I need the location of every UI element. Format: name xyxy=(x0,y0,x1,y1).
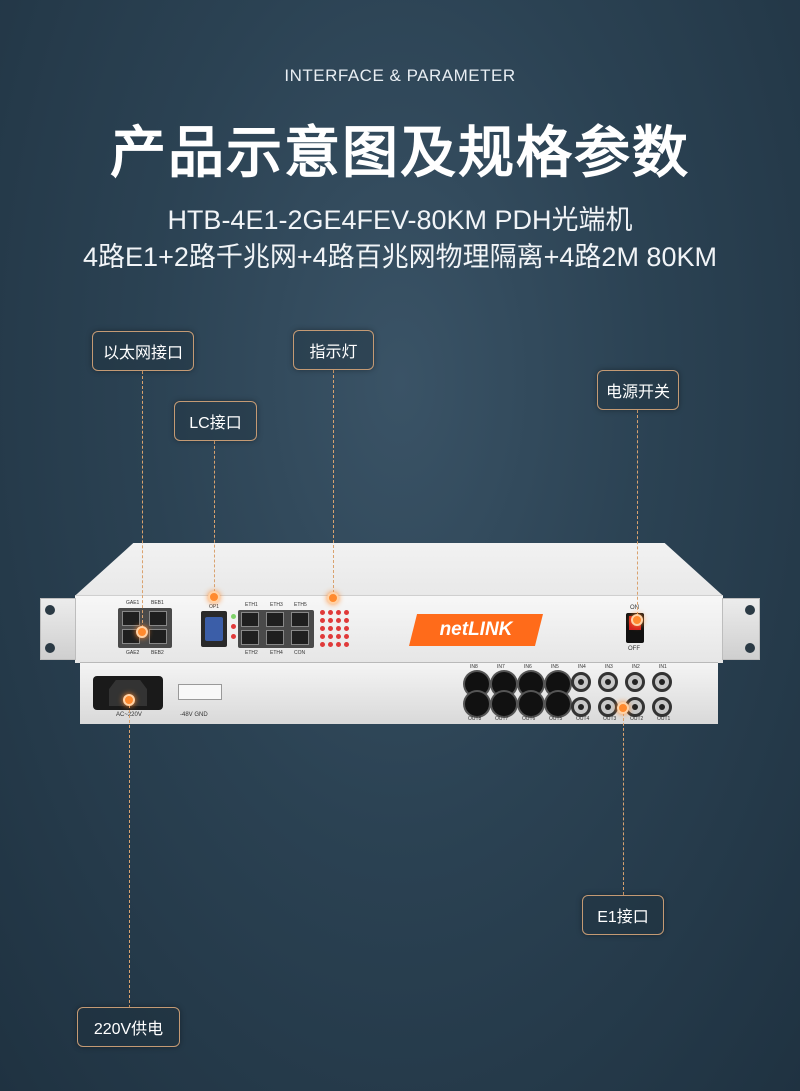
bnc-connector xyxy=(652,672,672,692)
bnc-connector xyxy=(598,697,618,717)
callout-indicator-label: 指示灯 xyxy=(309,344,358,361)
bnc-connector xyxy=(652,697,672,717)
front-panel-upper xyxy=(75,595,723,663)
ethernet-port xyxy=(266,612,284,627)
e1-label: IN2 xyxy=(632,664,640,670)
dc-label: -48V GND xyxy=(180,712,208,718)
rack-ear-left xyxy=(40,598,76,660)
marker-lc xyxy=(208,591,220,603)
ac-label: AC~220V xyxy=(116,712,142,718)
bnc-cap xyxy=(519,692,543,716)
callout-e1: E1接口 xyxy=(582,895,664,935)
port-label: BEB1 xyxy=(151,600,164,606)
e1-label: IN1 xyxy=(659,664,667,670)
leader-line-lc xyxy=(214,441,215,597)
callout-ethernet: 以太网接口 xyxy=(92,331,194,371)
e1-label: OUT8 xyxy=(468,716,482,722)
callout-220v-label: 220V供电 xyxy=(93,1021,164,1038)
ethernet-port xyxy=(122,611,140,626)
bnc-cap xyxy=(546,692,570,716)
bnc-cap xyxy=(465,692,489,716)
bnc-connector xyxy=(625,672,645,692)
ethernet-port xyxy=(241,630,259,645)
e1-label: IN4 xyxy=(578,664,586,670)
bnc-cap xyxy=(492,692,516,716)
spec-line: 4路E1+2路千兆网+4路百兆网物理隔离+4路2M 80KM xyxy=(83,242,717,272)
header-subtitle: INTERFACE & PARAMETER xyxy=(284,66,516,85)
dc-terminal xyxy=(178,684,222,700)
e1-label: OUT6 xyxy=(522,716,536,722)
callout-e1-label: E1接口 xyxy=(597,909,649,926)
e1-label: OUT4 xyxy=(576,716,590,722)
leader-line-ethernet xyxy=(142,371,143,633)
marker-220v xyxy=(123,694,135,706)
eth-ports-block xyxy=(238,610,314,648)
e1-label: IN6 xyxy=(524,664,532,670)
leader-line-e1 xyxy=(623,708,624,895)
e1-label: OUT5 xyxy=(549,716,563,722)
e1-label: IN3 xyxy=(605,664,613,670)
marker-e1 xyxy=(617,702,629,714)
callout-power-switch-label: 电源开关 xyxy=(605,384,670,401)
callout-lc-label: LC接口 xyxy=(189,415,242,432)
leader-line-indicator xyxy=(333,370,334,598)
switch-off-label: OFF xyxy=(628,646,640,652)
e1-label: IN7 xyxy=(497,664,505,670)
port-label: ETH4 xyxy=(270,650,283,656)
e1-label: OUT1 xyxy=(657,716,671,722)
callout-indicator: 指示灯 xyxy=(293,330,374,370)
bnc-connector xyxy=(571,672,591,692)
ethernet-port xyxy=(241,612,259,627)
indicator-led-grid xyxy=(318,608,350,652)
port-label: GAE1 xyxy=(126,600,140,606)
leader-line-220v xyxy=(129,700,130,1008)
ethernet-port xyxy=(266,630,284,645)
rack-ear-right xyxy=(722,598,760,660)
ethernet-port xyxy=(291,630,309,645)
port-label: ETH5 xyxy=(294,602,307,608)
switch-on-label: ON xyxy=(630,605,639,611)
e1-label: OUT3 xyxy=(603,716,617,722)
callout-power-switch: 电源开关 xyxy=(597,370,679,410)
callout-220v: 220V供电 xyxy=(77,1007,180,1047)
callout-lc: LC接口 xyxy=(174,401,257,441)
brand-logo-text: netLINK xyxy=(439,619,513,640)
leader-line-switch xyxy=(637,410,638,620)
page-title: 产品示意图及规格参数 xyxy=(110,121,690,186)
port-label: OP1 xyxy=(209,604,220,610)
marker-switch xyxy=(631,614,643,626)
e1-label: OUT2 xyxy=(630,716,644,722)
port-label: ETH1 xyxy=(245,602,258,608)
sfp-cage xyxy=(201,611,227,647)
e1-label: IN5 xyxy=(551,664,559,670)
e1-label: IN8 xyxy=(470,664,478,670)
marker-indicator xyxy=(327,592,339,604)
ge-ports-block xyxy=(118,608,172,648)
ethernet-port xyxy=(149,629,167,644)
port-label: GAE2 xyxy=(126,650,140,656)
bnc-connector xyxy=(598,672,618,692)
bnc-connector xyxy=(571,697,591,717)
callout-ethernet-label: 以太网接口 xyxy=(102,345,183,362)
port-label: ETH2 xyxy=(245,650,258,656)
model-name: HTB-4E1-2GE4FEV-80KM PDH光端机 xyxy=(167,205,633,235)
e1-label: OUT7 xyxy=(495,716,509,722)
marker-ethernet xyxy=(136,626,148,638)
ethernet-port xyxy=(291,612,309,627)
ethernet-port xyxy=(149,611,167,626)
port-label: BEB2 xyxy=(151,650,164,656)
port-label: CON xyxy=(294,650,306,656)
port-label: ETH3 xyxy=(270,602,283,608)
brand-logo: netLINK xyxy=(409,614,543,646)
